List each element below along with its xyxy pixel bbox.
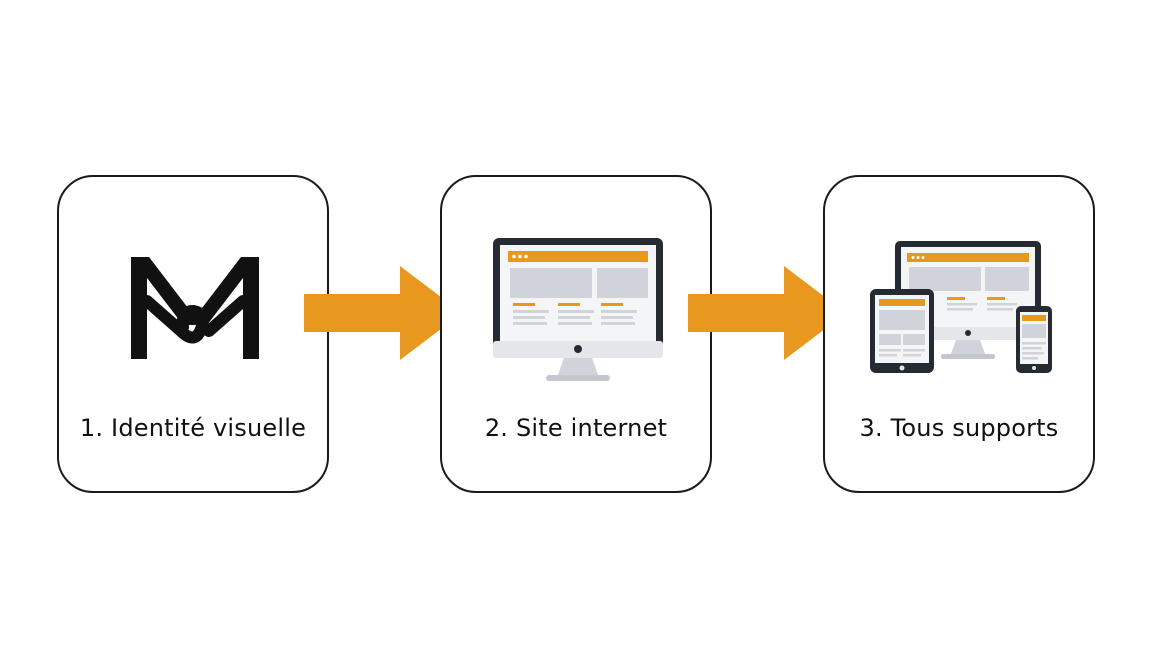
step-label: 3. Tous supports [859,414,1059,442]
step-label: 1. Identité visuelle [79,414,307,442]
responsive-devices-icon [870,241,1052,373]
step-label: 2. Site internet [484,414,668,442]
monogram-m-logo [131,257,259,359]
step-tous-supports: 3. Tous supports [823,175,1095,493]
step-identite-visuelle: 1. Identité visuelle [57,175,329,493]
arrow-right-icon [304,266,462,360]
arrow-right-icon [688,266,846,360]
desktop-monitor-icon [493,238,663,381]
step-site-internet: 2. Site internet [440,175,712,493]
